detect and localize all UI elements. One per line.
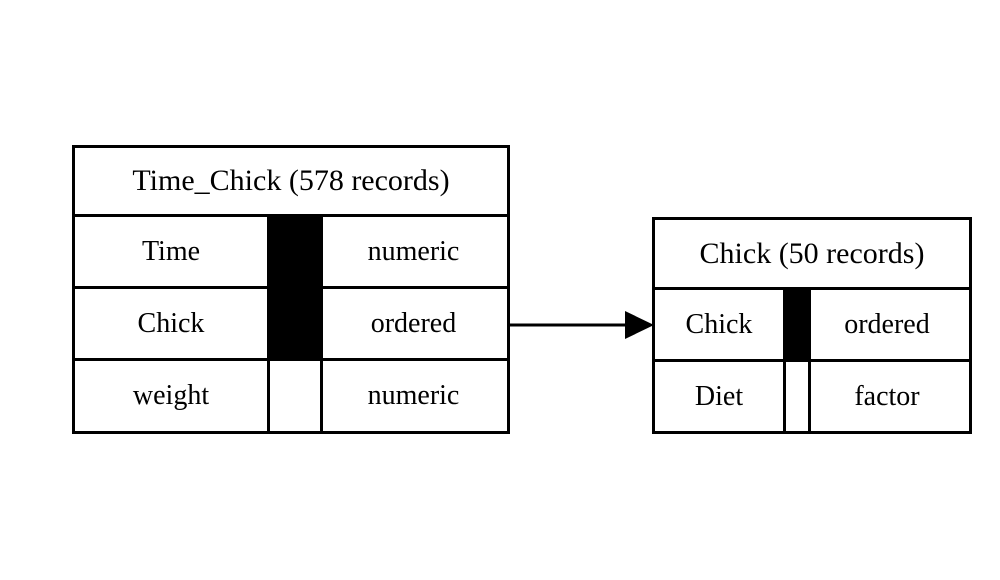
field-type-chick-pk: ordered <box>844 308 930 340</box>
entity-title-chick: Chick (50 records) <box>699 236 925 270</box>
entity-table-chick[interactable]: Chick (50 records) Chick ordered Diet fa… <box>652 217 972 434</box>
entity-title-time-chick: Time_Chick (578 records) <box>132 164 450 197</box>
field-type-chick: ordered <box>370 307 457 339</box>
field-key-marker-weight <box>267 361 323 431</box>
field-row-weight[interactable]: weight numeric <box>75 361 507 431</box>
field-name-diet: Diet <box>694 380 744 412</box>
relation-arrow-time-chick-to-chick[interactable] <box>505 305 660 347</box>
field-type-diet: factor <box>854 380 920 412</box>
field-type-weight: numeric <box>367 380 460 411</box>
field-key-marker-time <box>267 217 323 286</box>
entity-header-time-chick: Time_Chick (578 records) <box>75 148 507 217</box>
field-name-chick: Chick <box>137 307 205 339</box>
field-row-time[interactable]: Time numeric <box>75 217 507 289</box>
field-name-chick-pk: Chick <box>685 308 753 340</box>
entity-table-time-chick[interactable]: Time_Chick (578 records) Time numeric Ch… <box>72 145 510 434</box>
field-row-chick-pk[interactable]: Chick ordered <box>655 290 969 362</box>
field-row-diet[interactable]: Diet factor <box>655 362 969 431</box>
relation-arrow-head-icon <box>625 311 654 339</box>
entity-header-chick: Chick (50 records) <box>655 220 969 290</box>
field-key-marker-chick <box>267 289 323 358</box>
field-key-marker-diet <box>783 362 811 431</box>
field-name-weight: weight <box>132 380 210 411</box>
field-row-chick[interactable]: Chick ordered <box>75 289 507 361</box>
field-type-time: numeric <box>367 235 460 267</box>
field-name-time: Time <box>141 235 201 267</box>
field-key-marker-chick-pk <box>783 290 811 359</box>
